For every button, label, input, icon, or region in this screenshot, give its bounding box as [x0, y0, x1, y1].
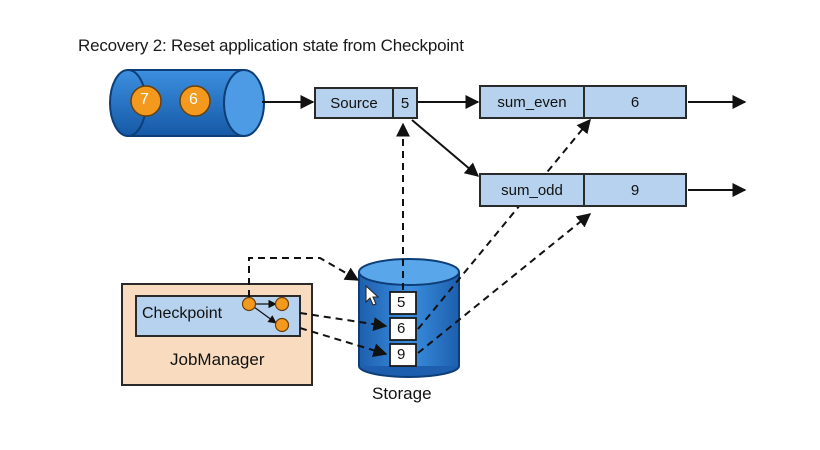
event-7-label: 7	[140, 91, 149, 108]
checkpoint-dot-2	[274, 317, 290, 333]
checkpoint-to-slot-6-dashed-arrow	[299, 312, 388, 332]
checkpoint-root-dot	[241, 296, 257, 312]
storage-slot-1	[389, 291, 417, 315]
event-6-circle	[179, 85, 211, 117]
storage-value-3: 9	[397, 346, 406, 363]
sum-even-operator: sum_even 6	[479, 85, 687, 119]
jobmanager-label: JobManager	[170, 350, 265, 369]
storage-label: Storage	[372, 384, 432, 403]
source-to-sum-odd-arrow	[411, 119, 480, 177]
storage-value-1: 5	[397, 294, 406, 311]
sum-even-label: sum_even	[497, 93, 567, 111]
checkpoint-to-storage-dashed-arrow	[248, 257, 360, 297]
storage-slot-3	[389, 343, 417, 367]
sum-odd-label: sum_odd	[501, 181, 563, 199]
source-state: 5	[392, 89, 416, 117]
sum-odd-operator: sum_odd 9	[479, 173, 687, 207]
slot-6-to-sum-even-dashed-arrow	[417, 118, 591, 330]
source-label: Source	[330, 94, 378, 112]
sum-odd-state: 9	[583, 175, 685, 205]
input-queue	[109, 69, 265, 137]
slot-9-to-sum-odd-dashed-arrow	[417, 213, 592, 354]
diagram-title: Recovery 2: Reset application state from…	[78, 36, 464, 55]
storage-slot-2	[389, 317, 417, 341]
event-6-label: 6	[189, 91, 198, 108]
sum-even-state: 6	[583, 87, 685, 117]
source-operator: Source 5	[314, 87, 418, 119]
checkpoint-to-slot-9-dashed-arrow	[299, 327, 388, 358]
checkpoint-label: Checkpoint	[142, 305, 223, 322]
checkpoint-dot-1	[274, 296, 290, 312]
event-7-circle	[130, 85, 162, 117]
mouse-cursor-icon	[365, 284, 380, 306]
storage-value-2: 6	[397, 320, 406, 337]
